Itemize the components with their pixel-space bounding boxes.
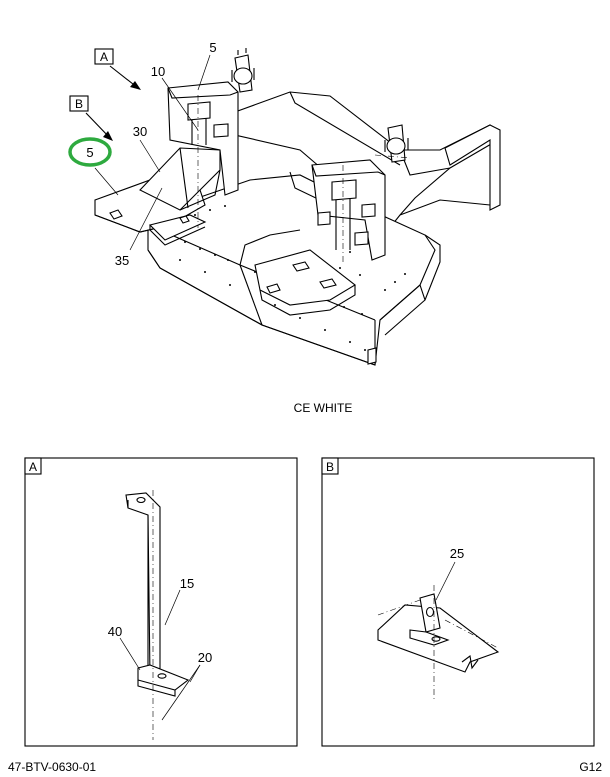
view-a-arrow: A: [94, 48, 141, 90]
view-caption: CE WHITE: [294, 401, 353, 415]
detail-a-label: A: [29, 460, 37, 474]
detail-b-label: B: [326, 460, 334, 474]
drawing-number: 47-BTV-0630-01: [8, 760, 96, 774]
view-b-arrow: B: [69, 95, 113, 141]
callout-30: 30: [133, 124, 147, 139]
spring-mount-right: [374, 124, 411, 163]
callout-40: 40: [108, 624, 122, 639]
sheet-code: G12: [579, 760, 602, 774]
highlight-circle[interactable]: [68, 137, 112, 167]
callout-35: 35: [115, 253, 129, 268]
callout-10: 10: [151, 64, 165, 79]
spring-mount-left: [231, 48, 255, 93]
callout-20: 20: [198, 650, 212, 665]
detail-b-panel: B 25: [321, 457, 595, 747]
view-b-tag: B: [75, 97, 83, 111]
callout-5-circled[interactable]: 5: [86, 145, 93, 160]
view-a-tag: A: [100, 50, 108, 64]
detail-a-panel: A 15 40 20: [24, 457, 298, 747]
main-assembly-view: A B 5 10 30 5 35 CE WHITE: [68, 40, 501, 415]
callout-5-top: 5: [209, 40, 216, 55]
callout-15: 15: [180, 576, 194, 591]
callout-25: 25: [450, 546, 464, 561]
